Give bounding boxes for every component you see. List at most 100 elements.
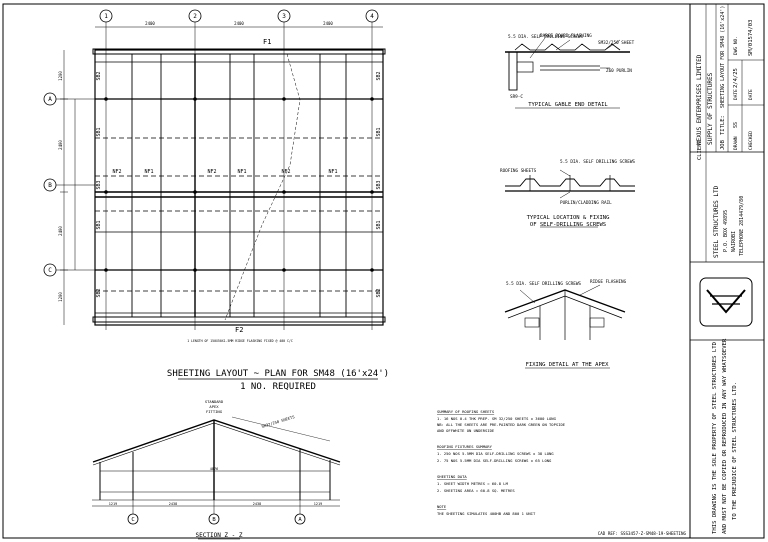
section-dim-2: 2438 [169,502,177,506]
rail-label-l1: SB2 [96,71,102,80]
grid-label-A: A [48,96,52,103]
supply-text: SUPPLY OF STRUCTURES [707,72,714,145]
apex-note-1: 5.5 DIA. SELF DRILLING SCREWS [506,281,581,287]
sheeting-heading: SHEETING DATA [437,474,467,479]
dwg-label: DWG NO. [733,36,739,55]
summary-notes: SUMMARY OF ROOFING SHEETS 1. 16 NOS 0.4 … [437,409,686,536]
gable-detail [505,37,630,109]
roof-sheet-note: SM32/250 SHEETS [261,414,296,429]
screw-title-2: OF SELF-DRILLING SCREWS [530,222,606,228]
section-span: 4876 [210,467,218,471]
title-label: TITLE: [720,115,726,135]
plan-text: 1 2 3 4 A B C 2400 2400 2400 1200 2400 2… [48,13,389,392]
title-block [689,4,764,538]
section-grid-A: A [298,517,302,523]
left-dim-4: 1200 [58,292,63,302]
company-line-4: TELEPHONE 2814479/80 [739,196,745,256]
gable-text: 5.5 DIA. SELF DRILLING SCREWS BARGE BOAR… [508,33,635,108]
rail-label-l3: SB3 [96,180,102,189]
job-label: JOB [720,139,726,150]
ownership-3: TO THE PREJUDICE OF STEEL STRUCTURES LTD… [732,382,738,520]
client-name: NEXUS ENTERPRISES LIMITED [696,54,703,145]
rail-label-r4: SB1 [376,220,382,229]
summary-line-2: NB: ALL THE SHEETS ARE PRE-PAINTED DARK … [437,422,566,427]
screw-text: 5.5 DIA. SELF DRILLING SCREWS ROOFING SH… [500,159,635,228]
summary-line-1: 1. 16 NOS 0.4 THK PREP. SM 32/250 SHEETS… [437,416,557,421]
company-line-3: NAIROBI [731,231,737,252]
drawn-value: SS [733,122,739,128]
bottom-beam [92,316,386,323]
rail-label-r5: SB2 [376,288,382,297]
screw-note-2: ROOFING SHEETS [500,168,537,174]
screws-line-1: 1. 250 NOS 5.5MM DIA SELF-DRILLING SCREW… [437,451,554,456]
note-line: THE SHEETING SIMULATES 400HB AND 800 1 U… [437,511,536,516]
top-dim-1: 2400 [145,21,155,26]
sheeting-line-1: 1. SHEET WIDTH METRES = 60.8 LM [437,481,509,486]
rail-label-l5: SB2 [96,288,102,297]
gable-title: TYPICAL GABLE END DETAIL [528,102,608,108]
plan-subtitle: 1 NO. REQUIRED [240,382,316,392]
section-view [92,416,341,540]
section-grid-B: B [212,517,216,523]
rail-label-l4: SB1 [96,220,102,229]
screw-title-1: TYPICAL LOCATION & FIXING [527,215,610,221]
gable-note-1: 5.5 DIA. SELF DRILLING SCREWS [508,34,583,40]
section-grid-C: C [131,517,134,523]
sheet-label-5: NF2 [281,169,290,175]
apex-fitting-1: STANDARD [205,399,224,404]
apex-fitting-2: APEX [209,404,219,409]
section-dim-3: 2438 [253,502,261,506]
gable-note-2: BARGE BOARD FLASHING [540,33,592,39]
sheeting-line-2: 2. SHEETING AREA = 60.8 SQ. METRES [437,488,515,493]
plan-title: SHEETING LAYOUT ~ PLAN FOR SM48 (16'x24'… [167,369,389,379]
ownership-2: AND MUST NOT BE COPIED OR REPRODUCED IN … [722,338,728,534]
section-dim-4: 1219 [314,502,322,506]
client-label: CLIENT [697,139,703,160]
rail-label-r2: SB1 [376,127,382,136]
section-cut-line [224,53,301,321]
dwg-value: SM/01574/03 [748,20,754,56]
company-line-2: P.O. BOX 49895 [723,210,729,252]
rail-label-l2: SB1 [96,127,102,136]
left-dim-2: 2400 [58,140,63,150]
apex-title: FIXING DETAIL AT THE APEX [526,362,609,368]
sheet-border [2,3,765,539]
grid-label-C: C [48,267,52,274]
date-label: DATE [733,89,739,100]
sheet-label-6: NF1 [328,169,337,175]
left-dim-1: 1200 [58,71,63,81]
grid-label-3: 3 [282,13,286,20]
plan-outline [94,49,384,326]
note-heading: NOTE [437,504,447,509]
date-label-2: DATE [748,89,754,100]
rail-label-r3: SB3 [376,180,382,189]
company-logo [699,277,753,327]
summary-heading: SUMMARY OF ROOFING SHEETS [437,409,495,414]
title-block-text: CLIENT NEXUS ENTERPRISES LIMITED SUPPLY … [696,6,754,534]
cad-ref: CAD REF: SSS3457-Z-SM48-19-SHEETING [598,531,687,536]
gable-note-3: SM32/250 SHEET [598,40,635,46]
apex-detail [504,284,626,369]
south-mark: F2 [235,326,243,334]
ownership-1: THIS DRAWING IS THE SOLE PROPERTY OF STE… [712,341,718,534]
screw-detail [505,169,635,228]
sheet-label-1: NF2 [112,169,121,175]
section-dim-1: 1219 [109,502,117,506]
screw-note-1: 5.5 DIA. SELF DRILLING SCREWS [560,159,635,165]
gable-note-4: Z60 PURLIN [606,68,632,74]
screw-note-3: PURLIN/CLADDING RAIL [560,200,612,206]
screws-heading: ROOFING FIXTURES SUMMARY [437,444,493,449]
drawn-label: DRAWN [733,136,739,150]
screws-line-2: 2. 75 NOS 5.5MM DIA SELF-DRILLING SCREWS… [437,458,552,463]
section-bubble-C [127,513,139,525]
plan-note: 1 LENGTH OF 150X50X1.5MM RIDGE FLASHING … [187,339,293,343]
top-beam [92,48,386,55]
checked-label: CHECKED [748,131,754,150]
grid-label-1: 1 [104,13,108,20]
grid-label-2: 2 [193,13,197,20]
gable-note-5: SR9-C [510,94,523,100]
plan-dots [104,97,374,272]
plan-view [43,9,386,380]
summary-line-3: AND OFFWHITE ON UNDERSIDE [437,428,495,433]
